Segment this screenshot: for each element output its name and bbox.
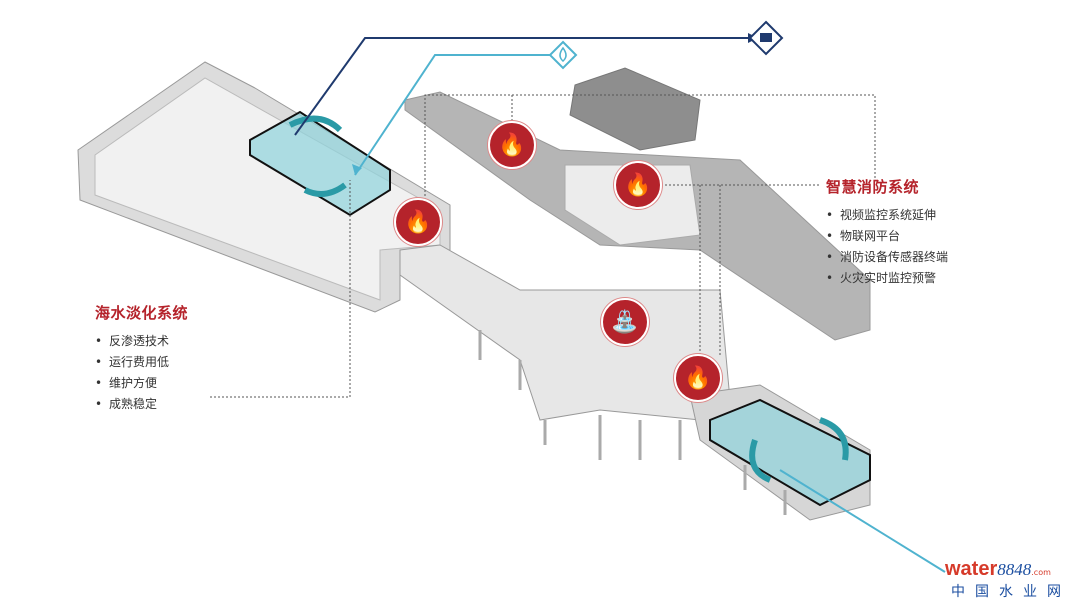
fire-system-title: 智慧消防系统 bbox=[826, 178, 920, 196]
desalination-title: 海水淡化系统 bbox=[95, 304, 189, 322]
fire-system-item: 火灾实时监控预警 bbox=[826, 268, 948, 289]
water-drop-icon bbox=[548, 40, 578, 70]
seawater-icon bbox=[748, 20, 784, 56]
desalination-panel: 海水淡化系统 反渗透技术 运行费用低 维护方便 成熟稳定 bbox=[95, 302, 188, 415]
light-blue-pipe-line bbox=[354, 54, 552, 176]
logo-domain: .com bbox=[1031, 568, 1051, 577]
intake-pipe-line bbox=[779, 469, 946, 573]
fire-system-panel: 智慧消防系统 视频监控系统延伸 物联网平台 消防设备传感器终端 火灾实时监控预警 bbox=[826, 176, 948, 289]
sprinkler-icon: ⛲ bbox=[601, 298, 649, 346]
desalination-item: 维护方便 bbox=[95, 373, 188, 394]
outlet-unit-box bbox=[709, 398, 871, 507]
fire-icon: 🔥 bbox=[674, 354, 722, 402]
fire-system-item: 消防设备传感器终端 bbox=[826, 247, 948, 268]
fire-icon: 🔥 bbox=[488, 121, 536, 169]
fire-system-item: 视频监控系统延伸 bbox=[826, 205, 948, 226]
desalination-item: 成熟稳定 bbox=[95, 394, 188, 415]
watermark-logo: water8848.com 中国水业网 bbox=[945, 558, 1075, 601]
fire-system-item: 物联网平台 bbox=[826, 226, 948, 247]
desalination-unit-box bbox=[249, 110, 391, 217]
logo-cn: 中国水业网 bbox=[951, 584, 1071, 600]
logo-number: 8848 bbox=[997, 560, 1032, 579]
desalination-item: 反渗透技术 bbox=[95, 331, 188, 352]
navy-pipe-line bbox=[294, 37, 748, 136]
fire-icon: 🔥 bbox=[614, 161, 662, 209]
logo-brand: water bbox=[945, 558, 998, 580]
desalination-item: 运行费用低 bbox=[95, 352, 188, 373]
fire-icon: 🔥 bbox=[394, 198, 442, 246]
roof-building bbox=[569, 67, 701, 151]
